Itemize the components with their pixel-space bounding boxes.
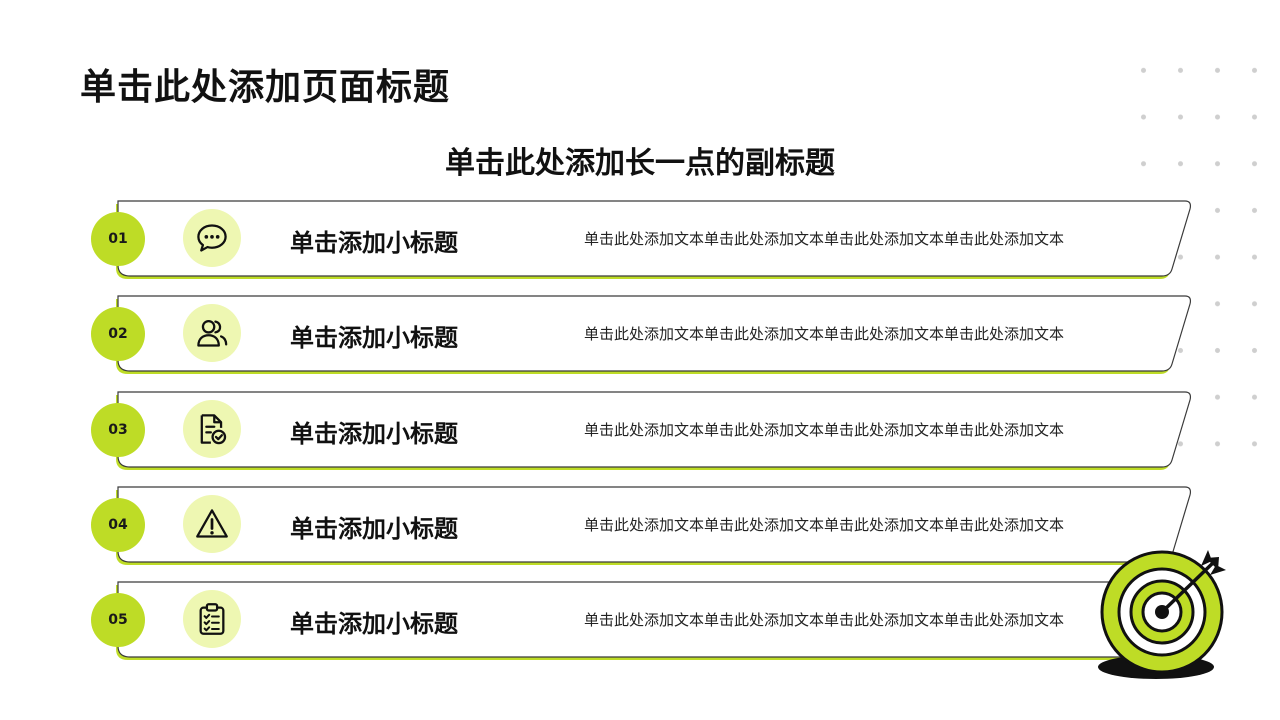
list-item-2[interactable]: 02 单击添加小标题 单击此处添加文本单击此处添加文本单击此处添加文本单击此处添加文… [90,290,1200,374]
list-item-1[interactable]: 01 单击添加小标题 单击此处添加文本单击此处添加文本单击此处添加文本单击此处添加文… [90,195,1200,279]
item-title[interactable]: 单击添加小标题 [290,515,458,543]
item-title[interactable]: 单击添加小标题 [290,229,458,257]
list-item-5[interactable]: 05 单击添加小标题 单击此处添加文本单击此处添加文本单击此处添加文本单击此处添加文… [90,576,1200,660]
number-badge: 01 [91,212,145,266]
list-item-3[interactable]: 03 单击添加小标题 单击此处添加文本单击此处添加文本单击此处添加文本单击此处添加文… [90,386,1200,470]
number-badge: 02 [91,307,145,361]
chat-bubble-icon [183,209,241,267]
item-description[interactable]: 单击此处添加文本单击此处添加文本单击此处添加文本单击此处添加文本 [584,325,1065,343]
item-description[interactable]: 单击此处添加文本单击此处添加文本单击此处添加文本单击此处添加文本 [584,421,1065,439]
target-arrow-icon [1098,548,1232,686]
users-icon [183,304,241,362]
number-badge: 04 [91,498,145,552]
number-badge: 03 [91,403,145,457]
warning-triangle-icon [183,495,241,553]
item-title[interactable]: 单击添加小标题 [290,324,458,352]
item-description[interactable]: 单击此处添加文本单击此处添加文本单击此处添加文本单击此处添加文本 [584,230,1065,248]
item-title[interactable]: 单击添加小标题 [290,610,458,638]
document-check-icon [183,400,241,458]
page-title[interactable]: 单击此处添加页面标题 [80,67,451,108]
number-badge: 05 [91,593,145,647]
row-card-frame [90,290,1200,380]
item-description[interactable]: 单击此处添加文本单击此处添加文本单击此处添加文本单击此处添加文本 [584,611,1065,629]
clipboard-checklist-icon [183,590,241,648]
page-subtitle[interactable]: 单击此处添加长一点的副标题 [445,146,835,181]
item-description[interactable]: 单击此处添加文本单击此处添加文本单击此处添加文本单击此处添加文本 [584,516,1065,534]
list-item-4[interactable]: 04 单击添加小标题 单击此处添加文本单击此处添加文本单击此处添加文本单击此处添加文… [90,481,1200,565]
row-card-frame [90,386,1200,476]
row-card-frame [90,195,1200,285]
item-title[interactable]: 单击添加小标题 [290,420,458,448]
